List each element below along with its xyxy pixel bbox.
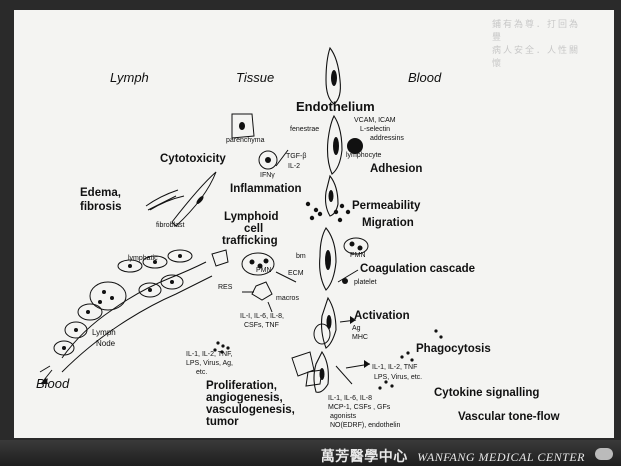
cytokine-text-bottom-4: NO(EDRF), endothelin [330,422,400,429]
cytokine-text-right-2: LPS, Virus, etc. [374,374,422,381]
label-lymphatic: lymphatic [128,255,158,262]
label-bm: bm [296,253,306,260]
cytokine-text-left-3: etc. [196,369,207,376]
cytokine-text-right-1: IL-1, IL-2, TNF [372,364,417,371]
label-ecm: ECM [288,270,304,277]
heading-permeability: Permeability [352,200,420,212]
label-addressins: addressins [370,135,404,142]
label-pmn-left: PMN [256,267,272,274]
heading-blood-bottom: Blood [36,376,69,391]
footer-chinese: 萬芳醫學中心 [321,450,408,465]
cytokine-text-bottom-3: agonists [330,413,356,420]
heading-trafficking: trafficking [222,235,278,247]
label-fibroblast: fibroblast [156,222,184,229]
column-label-lymph: Lymph [110,70,149,85]
cytokine-text-left-2: LPS, Virus, Ag, [186,360,233,367]
heading-angiogenesis: angiogenesis, [206,392,283,404]
column-label-blood: Blood [408,70,441,85]
heading-cell: cell [244,223,263,235]
fibroblast-cell [172,172,216,226]
label-platelet: platelet [354,279,377,286]
cytokine-text-bottom-2: MCP-1, CSFs , GFs [328,404,390,411]
heading-fibrosis: fibrosis [80,201,122,213]
heading-phagocytosis: Phagocytosis [416,343,491,355]
label-tgf-beta: TGF-β [286,153,306,160]
label-macros: macros [276,295,299,302]
heading-lymphoid: Lymphoid [224,211,279,223]
label-node: Node [96,339,115,348]
label-res: RES [218,284,232,291]
heading-migration: Migration [362,217,414,229]
footer-english: WANFANG MEDICAL CENTER [417,450,585,464]
label-l-selectin: L-selectin [360,126,390,133]
heading-coagulation: Coagulation cascade [360,263,475,275]
label-pmn-right: PMN [350,252,366,259]
label-ag: Ag [352,325,361,332]
label-ifn-gamma: IFNγ [260,172,275,179]
heading-tumor: tumor [206,416,239,428]
label-il2: IL-2 [288,163,300,170]
label-parenchyma: parenchyma [226,137,265,144]
lymph-node [90,282,126,310]
heading-cytotoxicity: Cytotoxicity [160,153,226,165]
cytokine-text-mid-2: CSFs, TNF [244,322,279,329]
heading-edema: Edema, [80,187,121,199]
cytokine-text-mid-1: IL-I, IL-6, IL-8, [240,313,284,320]
footer-brand: 萬芳醫學中心 WANFANG MEDICAL CENTER [321,446,585,466]
label-lymph: Lymph [92,328,116,337]
label-lymphocyte: lymphocyte [346,152,381,159]
cytokine-text-left-1: IL-1, IL-2, TNF, [186,351,233,358]
footer-logo-icon [595,448,613,460]
heading-adhesion: Adhesion [370,163,422,175]
heading-endothelium: Endothelium [296,99,375,114]
column-label-tissue: Tissue [236,70,274,85]
label-mhc: MHC [352,334,368,341]
label-fenestrae: fenestrae [290,126,319,133]
heading-activation: Activation [354,310,410,322]
heading-proliferation: Proliferation, [206,380,277,392]
heading-vascular-tone: Vascular tone-flow [458,411,560,423]
heading-inflammation: Inflammation [230,183,302,195]
label-vcam-icam: VCAM, ICAM [354,117,396,124]
cytokine-text-bottom-1: IL-1, IL-6, IL-8 [328,395,372,402]
heading-cytokine-signalling: Cytokine signalling [434,387,539,399]
heading-vasculogenesis: vasculogenesis, [206,404,295,416]
